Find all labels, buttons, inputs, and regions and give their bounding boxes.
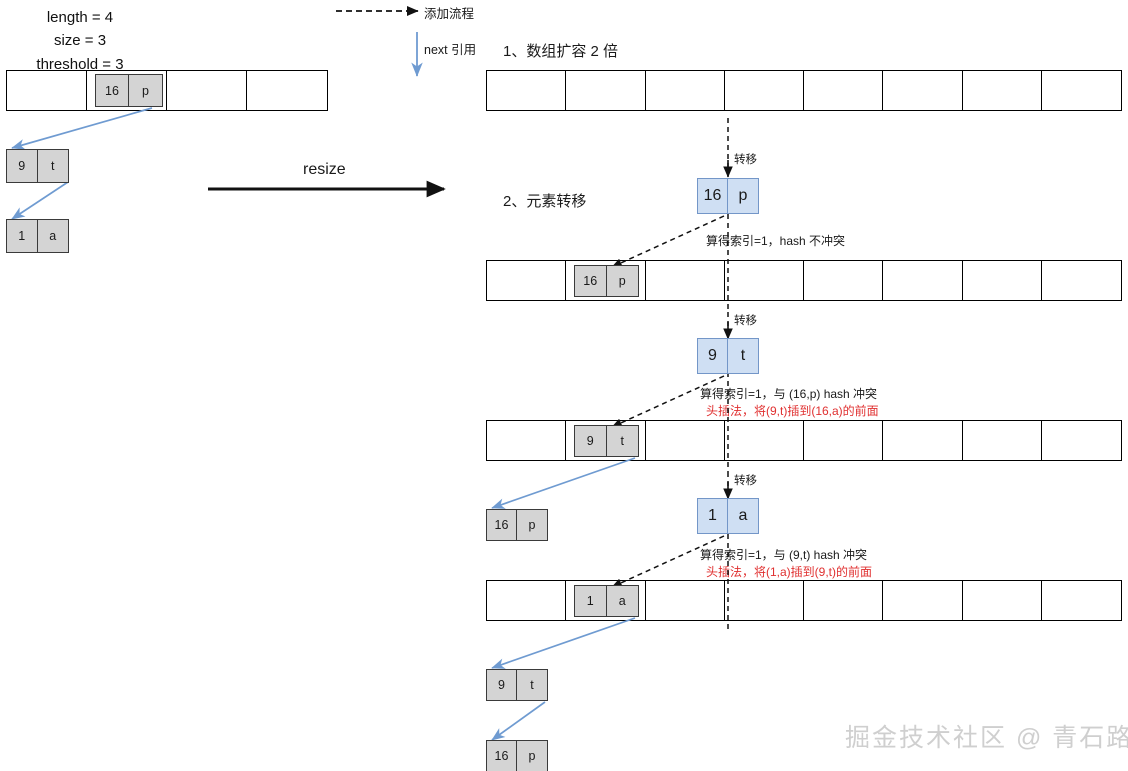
chain-node-step3-0: 9 t (486, 669, 548, 701)
old-chain-node-0-key: 9 (7, 150, 38, 182)
bucket-node-step1-key: 16 (575, 266, 607, 296)
hashmap-params: length = 4 size = 3 threshold = 3 (0, 6, 160, 76)
param-size: size = 3 (53, 32, 107, 50)
new-array-step3-cell-5 (883, 421, 963, 460)
chain-node-step2-0-key: 16 (487, 510, 518, 540)
bucket-node-step2-value: t (620, 434, 624, 448)
new-array-step4-cell-6 (962, 581, 1042, 620)
moving-node-1-key: 16 (698, 179, 729, 213)
chain-node-step2-0: 16 p (486, 509, 548, 541)
bucket-node-step1: 16 p (574, 265, 639, 297)
new-array-step4-cell-0 (487, 581, 567, 620)
new-array-step3-cell-3 (724, 421, 804, 460)
bucket-node-step3-value: a (618, 594, 626, 608)
left-chain-arrow-1 (11, 107, 153, 150)
moving-node-3-key: 1 (698, 499, 729, 533)
new-array-step1-cell-3 (724, 71, 804, 110)
new-array-step1-cell-6 (962, 71, 1042, 110)
new-array-step2-cell-5 (883, 261, 963, 300)
moving-node-1: 16 p (697, 178, 759, 214)
chain-node-step3-0-key: 9 (487, 670, 518, 700)
param-length: length = 4 (46, 9, 114, 26)
bucket-node-step1-value: p (618, 274, 626, 288)
right-chain-arrow-step3-b (491, 701, 546, 741)
new-array-step2-cell-3 (724, 261, 804, 300)
old-chain-node-0: 9 t (6, 149, 69, 183)
left-chain-arrow-2 (11, 181, 69, 220)
right-chain-arrow-step2 (491, 457, 636, 509)
step1-title: 1、数组扩容 2 倍 (503, 43, 619, 60)
new-array-step4-cell-4 (804, 581, 884, 620)
old-bucket-node: 16 p (95, 74, 163, 107)
old-chain-node-0-value: t (51, 159, 55, 173)
new-array-step1-cell-2 (645, 71, 725, 110)
new-array-step4-cell-7 (1041, 581, 1121, 620)
moving-node-2: 9 t (697, 338, 759, 374)
param-threshold: threshold = 3 (36, 55, 124, 73)
new-array-step4-cell-2 (645, 581, 725, 620)
bucket-node-step2: 9 t (574, 425, 639, 457)
step-note-2: 算得索引=1，与 (16,p) hash 冲突 (700, 387, 878, 401)
new-array-step1-cell-0 (487, 71, 567, 110)
old-bucket-node-value: p (142, 83, 149, 98)
new-array-step1 (486, 70, 1122, 111)
new-array-step3-cell-0 (487, 421, 567, 460)
moving-node-2-value: t (740, 347, 746, 364)
right-chain-arrow-step3-a (491, 617, 636, 669)
legend-next-ref-label: next 引用 (424, 43, 477, 57)
old-chain-node-1-value: a (49, 229, 57, 243)
step-note-3: 算得索引=1，与 (9,t) hash 冲突 (700, 548, 868, 562)
bucket-node-step3-key: 1 (575, 586, 607, 616)
watermark: 掘金技术社区 @ 青石路 (845, 724, 1128, 752)
chain-node-step3-0-value: t (530, 678, 534, 692)
step-note-1: 算得索引=1，hash 不冲突 (706, 234, 846, 248)
new-array-step3-cell-7 (1041, 421, 1121, 460)
moving-node-3-value: a (738, 507, 748, 524)
new-array-step1-cell-4 (804, 71, 884, 110)
new-array-step2-cell-4 (804, 261, 884, 300)
transfer-label-1: 转移 (734, 154, 757, 166)
new-array-step4-cell-3 (724, 581, 804, 620)
bucket-node-step3: 1 a (574, 585, 639, 617)
old-array (6, 70, 328, 111)
moving-node-3: 1 a (697, 498, 759, 534)
new-array-step3-cell-6 (962, 421, 1042, 460)
chain-node-step3-1: 16 p (486, 740, 548, 771)
old-chain-node-1-key: 1 (7, 220, 38, 252)
old-chain-node-1: 1 a (6, 219, 69, 253)
transfer-label-2: 转移 (734, 315, 757, 327)
chain-node-step3-1-value: p (528, 749, 536, 763)
bucket-node-step2-key: 9 (575, 426, 607, 456)
new-array-step2-cell-0 (487, 261, 567, 300)
new-array-step1-cell-5 (883, 71, 963, 110)
chain-node-step2-0-value: p (528, 518, 536, 532)
step-note-3-red: 头插法，将(1,a)插到(9,t)的前面 (706, 565, 873, 579)
old-array-cell-3 (247, 71, 327, 110)
chain-node-step3-1-key: 16 (487, 741, 518, 771)
new-array-step1-cell-1 (566, 71, 646, 110)
old-array-cell-0 (7, 71, 87, 110)
old-array-cell-2 (167, 71, 247, 110)
new-array-step2-cell-7 (1041, 261, 1121, 300)
step2-title: 2、元素转移 (503, 193, 587, 210)
new-array-step1-cell-7 (1041, 71, 1121, 110)
moving-node-2-key: 9 (698, 339, 729, 373)
moving-node-1-value: p (738, 187, 748, 204)
new-array-step3-cell-4 (804, 421, 884, 460)
transfer-label-3: 转移 (734, 475, 757, 487)
new-array-step2-cell-6 (962, 261, 1042, 300)
legend-add-flow-label: 添加流程 (424, 7, 475, 21)
old-bucket-node-key: 16 (96, 75, 130, 106)
new-array-step3-cell-2 (645, 421, 725, 460)
new-array-step2-cell-2 (645, 261, 725, 300)
resize-label: resize (303, 161, 346, 178)
new-array-step4-cell-5 (883, 581, 963, 620)
step-note-2-red: 头插法，将(9,t)插到(16,a)的前面 (706, 404, 879, 418)
